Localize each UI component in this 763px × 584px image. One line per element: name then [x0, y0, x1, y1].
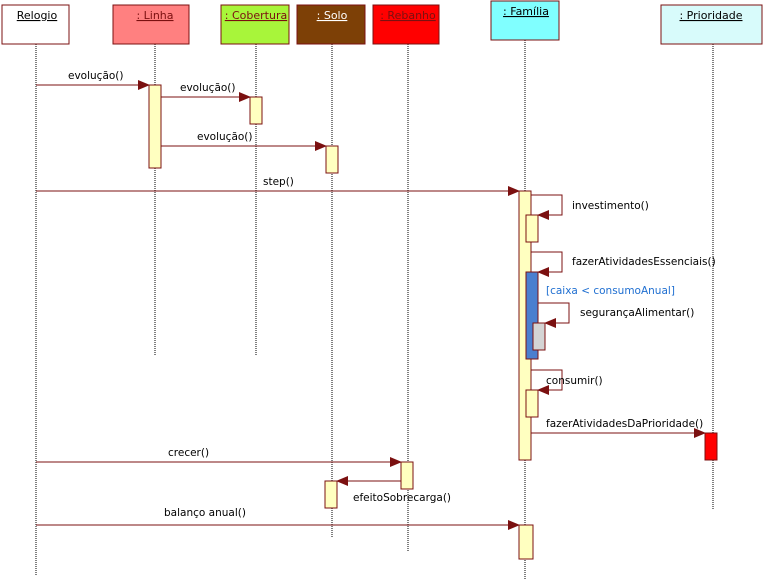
object-label-cobertura: : Cobertura — [225, 9, 287, 22]
object-cobertura[interactable]: : Cobertura — [220, 4, 290, 45]
message-label: consumir() — [546, 375, 603, 387]
object-label-relogio: Relogio — [17, 9, 58, 22]
message-fazer-atividades-prioridade[interactable]: fazerAtividadesDaPrioridade() — [531, 418, 706, 438]
object-label-linha: : Linha — [136, 9, 173, 22]
guard-label: [caixa < consumoAnual] — [546, 285, 675, 297]
object-prioridade[interactable]: : Prioridade — [660, 4, 763, 45]
object-label-familia: : Família — [503, 5, 549, 18]
guard-condition: [caixa < consumoAnual] — [546, 285, 675, 297]
message-evolucao-cobertura[interactable]: evolução() — [161, 82, 251, 102]
message-label: segurançaAlimentar() — [580, 307, 694, 319]
message-step[interactable]: step() — [36, 176, 520, 196]
activations — [148, 84, 718, 560]
activation-solo-sobrecarga — [324, 480, 338, 509]
object-linha[interactable]: : Linha — [112, 4, 190, 45]
message-investimento[interactable]: investimento() — [531, 194, 649, 220]
activation-familia-balanco — [518, 524, 534, 560]
activation-linha — [148, 84, 162, 169]
activation-familia-investimento — [525, 214, 539, 243]
activation-cobertura — [249, 96, 263, 125]
object-label-solo: : Solo — [317, 9, 348, 22]
object-familia[interactable]: : Família — [490, 0, 560, 41]
activation-solo — [325, 145, 339, 174]
message-fazer-atividades-essenciais[interactable]: fazerAtividadesEssenciais() — [531, 251, 716, 277]
object-relogio[interactable]: Relogio — [1, 4, 70, 45]
message-label: step() — [263, 176, 294, 188]
object-label-prioridade: : Prioridade — [679, 9, 742, 22]
message-seguranca-alimentar[interactable]: segurançaAlimentar() — [538, 302, 694, 328]
object-label-rebanho: : Rebanho — [380, 9, 436, 22]
message-label: balanço anual() — [164, 507, 246, 519]
message-balanco-anual[interactable]: balanço anual() — [36, 507, 520, 530]
message-label: efeitoSobrecarga() — [353, 492, 451, 504]
message-label: crecer() — [168, 447, 209, 459]
object-rebanho[interactable]: : Rebanho — [372, 4, 440, 45]
message-efeito-sobrecarga[interactable]: efeitoSobrecarga() — [336, 476, 451, 504]
message-label: investimento() — [572, 200, 649, 212]
message-evolucao-solo[interactable]: evolução() — [161, 131, 327, 151]
message-label: evolução() — [68, 70, 124, 82]
activation-prioridade — [704, 432, 718, 461]
message-label: evolução() — [197, 131, 253, 143]
activation-familia-seguranca-alimentar — [532, 322, 546, 351]
message-label: fazerAtividadesDaPrioridade() — [546, 418, 703, 430]
message-evolucao-linha[interactable]: evolução() — [36, 70, 150, 90]
object-solo[interactable]: : Solo — [296, 4, 366, 45]
activation-rebanho — [400, 461, 414, 490]
message-label: fazerAtividadesEssenciais() — [572, 256, 716, 268]
message-crecer[interactable]: crecer() — [36, 447, 402, 467]
activation-familia-consumir — [525, 389, 539, 418]
message-consumir[interactable]: consumir() — [531, 369, 603, 395]
message-label: evolução() — [180, 82, 236, 94]
